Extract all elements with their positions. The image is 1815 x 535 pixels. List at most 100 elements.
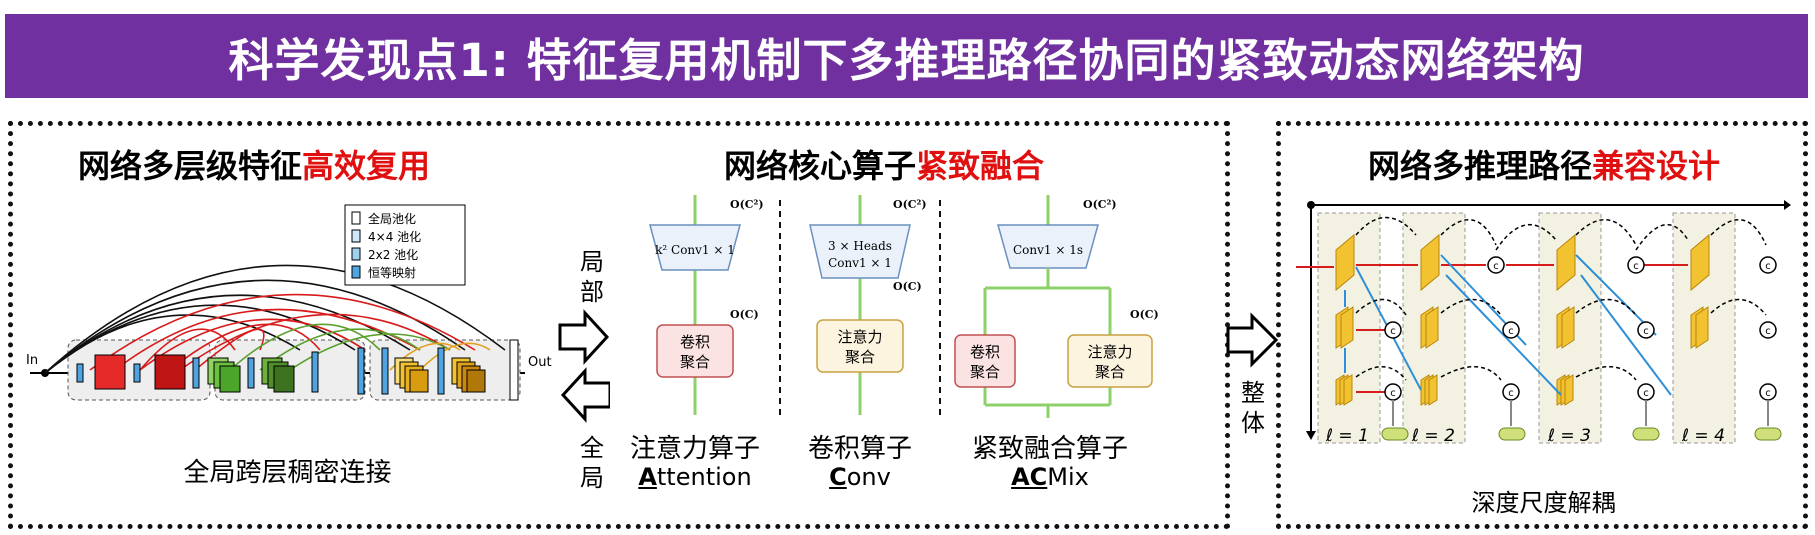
pool-bar bbox=[192, 357, 200, 389]
op2-top-line2: Conv1 × 1 bbox=[828, 256, 892, 270]
pooling-legend: 全局池化 4×4 池化 2x2 池化 恒等映射 bbox=[344, 204, 466, 286]
whole-arrow bbox=[1226, 312, 1279, 368]
core-operator-figure: k² Conv1 × 1 卷积 聚合 O(C²) O(C) 3 × Heads … bbox=[610, 190, 1205, 420]
svg-text:c: c bbox=[1493, 261, 1499, 272]
left-panel bbox=[8, 121, 1230, 529]
concat-nodes bbox=[1384, 256, 1777, 401]
right-arrow-icon bbox=[558, 309, 610, 365]
stage-label-1: ℓ = 1 bbox=[1325, 426, 1369, 446]
dense-connection-caption: 全局跨层稠密连接 bbox=[183, 458, 392, 488]
multi-path-title-plain: 网络多推理路径 bbox=[1368, 147, 1593, 185]
local-global-arrows bbox=[558, 309, 612, 423]
op3-left-box-line1: 卷积 bbox=[970, 343, 1000, 361]
pool-bar bbox=[437, 347, 445, 395]
op1-box-line2: 聚合 bbox=[680, 353, 710, 371]
in-label: In bbox=[26, 353, 38, 368]
acmix-operator-abbr: ACMix bbox=[1011, 463, 1089, 491]
core-operator-title-red: 紧致融合 bbox=[916, 147, 1045, 185]
red-arrows bbox=[1296, 264, 1688, 393]
svg-text:c: c bbox=[1508, 326, 1514, 337]
op3-left-box-line2: 聚合 bbox=[970, 363, 1000, 381]
dashed-arrows bbox=[1355, 216, 1767, 381]
acmix-operator-name: 紧致融合算子 bbox=[971, 434, 1128, 464]
svg-text:c: c bbox=[1508, 388, 1514, 399]
red-dense-arcs bbox=[89, 293, 476, 371]
green-block-stack-1 bbox=[207, 357, 241, 393]
svg-text:c: c bbox=[1390, 388, 1396, 399]
op2-complexity-linear: O(C) bbox=[893, 280, 922, 293]
pool-bar bbox=[133, 363, 141, 383]
legend-identity-swatch bbox=[351, 265, 361, 279]
row2-blocks bbox=[1335, 306, 1709, 349]
whole-label: 整体 bbox=[1241, 379, 1265, 437]
svg-text:c: c bbox=[1633, 261, 1639, 272]
svg-text:c: c bbox=[1390, 326, 1396, 337]
green-block-stack-2 bbox=[261, 357, 295, 393]
stage-label-4: ℓ = 4 bbox=[1681, 426, 1725, 446]
legend-2x2-pool-swatch bbox=[351, 247, 361, 261]
banner-title: 科学发现点1: 特征复用机制下多推理路径协同的紧致动态网络架构 bbox=[228, 33, 1585, 87]
right-panel bbox=[1276, 121, 1808, 529]
op2-box-line2: 聚合 bbox=[845, 348, 875, 366]
legend-4x4-pool-swatch bbox=[351, 229, 361, 243]
red-block-2 bbox=[154, 354, 186, 390]
pool-bar bbox=[357, 347, 365, 395]
legend-4x4-pool: 4×4 池化 bbox=[368, 230, 421, 244]
yellow-block-stack-1 bbox=[394, 357, 429, 393]
op3-complexity-linear: O(C) bbox=[1130, 308, 1159, 321]
legend-identity: 恒等映射 bbox=[368, 265, 416, 280]
conv-operator-diagram: 3 × Heads Conv1 × 1 注意力 聚合 O(C²) O(C) bbox=[809, 195, 927, 415]
svg-text:c: c bbox=[1643, 326, 1649, 337]
row1-blocks bbox=[1335, 233, 1710, 292]
stage-label-2: ℓ = 2 bbox=[1411, 426, 1455, 446]
op2-box-line1: 注意力 bbox=[837, 328, 882, 346]
op1-box-line1: 卷积 bbox=[680, 333, 710, 351]
op2-top-line1: 3 × Heads bbox=[828, 239, 892, 253]
svg-text:c: c bbox=[1765, 388, 1771, 399]
yellow-block-stack-2 bbox=[451, 357, 486, 393]
op3-right-box-line1: 注意力 bbox=[1087, 343, 1132, 361]
pool-bar bbox=[381, 347, 389, 395]
red-block-1 bbox=[94, 354, 126, 390]
out-label: Out bbox=[528, 355, 552, 370]
op3-right-box-line2: 聚合 bbox=[1095, 363, 1125, 381]
conv-operator-abbr: Conv bbox=[829, 463, 891, 491]
global-label: 全局 bbox=[580, 434, 604, 492]
op1-complexity-linear: O(C) bbox=[730, 308, 759, 321]
op1-top-label: k² Conv1 × 1 bbox=[655, 243, 735, 257]
dense-connection-figure: In Out bbox=[20, 190, 555, 490]
legend-global-pool-swatch bbox=[351, 211, 361, 225]
svg-text:c: c bbox=[1765, 261, 1771, 272]
feature-reuse-title-plain: 网络多层级特征 bbox=[78, 147, 303, 185]
op2-complexity-quadratic: O(C²) bbox=[893, 198, 927, 211]
exit-heads bbox=[1381, 427, 1782, 441]
exit-connectors bbox=[1392, 400, 1769, 426]
feature-reuse-title: 网络多层级特征高效复用 bbox=[78, 141, 430, 187]
stage-labels: ℓ = 1 ℓ = 2 ℓ = 3 ℓ = 4 bbox=[1325, 426, 1725, 446]
local-label: 局部 bbox=[580, 248, 604, 306]
pool-bar bbox=[247, 357, 255, 389]
multi-path-title-red: 兼容设计 bbox=[1592, 147, 1721, 185]
acmix-operator-diagram: Conv1 × 1s 卷积 聚合 注意力 聚合 O(C²) O(C) bbox=[954, 195, 1159, 418]
core-operator-title-plain: 网络核心算子 bbox=[724, 147, 917, 185]
svg-text:c: c bbox=[1765, 326, 1771, 337]
legend-2x2-pool: 2x2 池化 bbox=[368, 248, 418, 262]
title-banner: 科学发现点1: 特征复用机制下多推理路径协同的紧致动态网络架构 bbox=[5, 14, 1808, 98]
core-operator-title: 网络核心算子紧致融合 bbox=[724, 141, 1044, 187]
left-arrow-icon bbox=[560, 367, 612, 423]
op3-top-label: Conv1 × 1s bbox=[1013, 243, 1083, 257]
multi-path-caption: 深度尺度解耦 bbox=[1471, 489, 1616, 517]
right-arrow-icon bbox=[1226, 312, 1279, 368]
attention-operator-name: 注意力算子 bbox=[629, 434, 760, 464]
conv-operator-name: 卷积算子 bbox=[807, 434, 912, 464]
pool-bar bbox=[311, 351, 319, 393]
op1-complexity-quadratic: O(C²) bbox=[730, 198, 764, 211]
pool-bar bbox=[76, 363, 84, 383]
attention-operator-diagram: k² Conv1 × 1 卷积 聚合 O(C²) O(C) bbox=[649, 195, 764, 415]
stage-group-3 bbox=[369, 339, 521, 401]
feature-reuse-title-red: 高效复用 bbox=[302, 147, 431, 185]
stage-label-3: ℓ = 3 bbox=[1547, 426, 1591, 446]
global-pool-bar bbox=[509, 339, 519, 401]
